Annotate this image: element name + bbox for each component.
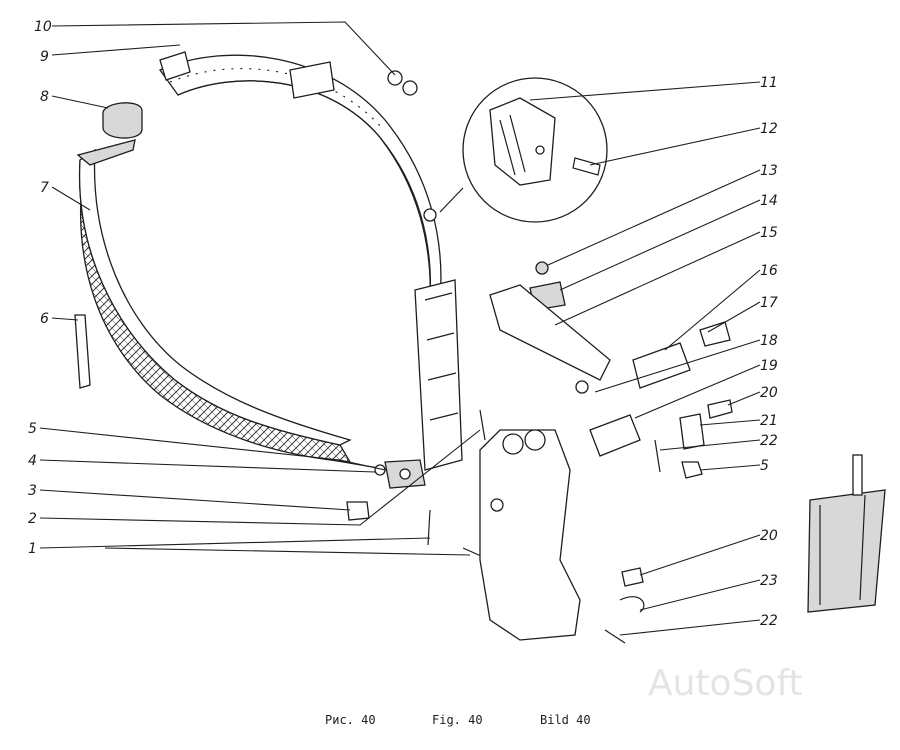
bracket <box>479 429 581 641</box>
detail-inset <box>423 77 608 223</box>
callout-10: 10 <box>34 19 52 35</box>
callout-8: 8 <box>40 89 49 105</box>
callout-6: 6 <box>40 311 49 327</box>
figure-caption: Рис. 40 Fig. 40 Bild 40 <box>325 713 591 727</box>
callout-5: 5 <box>28 421 37 437</box>
callout-5-right: 5 <box>760 458 769 474</box>
callout-9: 9 <box>40 49 49 65</box>
callout-numbers: 10 9 8 7 6 5 4 3 2 1 11 12 13 14 15 16 1… <box>28 19 778 629</box>
brake-cylinder <box>807 454 886 613</box>
caption-de: Bild 40 <box>540 713 591 727</box>
callout-15: 15 <box>760 225 778 241</box>
clevis-21 <box>679 413 705 450</box>
brake-lining <box>76 139 352 463</box>
callout-2: 2 <box>28 511 37 527</box>
screw-17 <box>699 321 731 347</box>
nut-3 <box>346 501 370 521</box>
nut-18 <box>575 380 589 394</box>
washer-13 <box>535 261 549 275</box>
callout-12: 12 <box>760 121 778 137</box>
callout-18: 18 <box>760 333 778 349</box>
callout-20-lower: 20 <box>760 528 778 544</box>
callout-4: 4 <box>28 453 37 469</box>
cotter-1a <box>427 509 431 546</box>
band-end-brackets <box>159 51 463 471</box>
nut-5b <box>681 461 703 479</box>
callout-7: 7 <box>40 180 49 196</box>
sleeve-16 <box>632 342 691 389</box>
callout-14: 14 <box>760 193 778 209</box>
cotter-2 <box>479 409 486 441</box>
cotter-22b <box>604 629 626 644</box>
watermark: AutoSoft <box>648 663 803 704</box>
bolt-20b <box>621 567 644 587</box>
cotter-22a <box>654 439 661 473</box>
callout-22-lower: 22 <box>760 613 778 629</box>
nut-10a <box>387 70 403 86</box>
callout-20: 20 <box>760 385 778 401</box>
callout-19: 19 <box>760 358 778 374</box>
adjusting-rod <box>319 457 426 489</box>
leader-lines <box>39 21 761 636</box>
callout-16: 16 <box>760 263 778 279</box>
callout-11: 11 <box>760 75 778 91</box>
callout-17: 17 <box>760 295 778 311</box>
bolt-20a <box>707 399 733 419</box>
callout-3: 3 <box>28 483 37 499</box>
lever-15 <box>489 284 611 381</box>
callout-23: 23 <box>760 573 778 589</box>
callout-22: 22 <box>760 433 778 449</box>
callout-13: 13 <box>760 163 778 179</box>
caption-ru: Рис. 40 <box>325 713 376 727</box>
caption-en: Fig. 40 <box>432 713 483 727</box>
callout-21: 21 <box>760 413 778 429</box>
bolt-6 <box>74 314 91 389</box>
spring-8 <box>102 102 143 139</box>
pin-19 <box>589 414 641 457</box>
callout-1: 1 <box>28 541 37 557</box>
parts-right <box>74 70 733 644</box>
nut-10b <box>402 80 418 96</box>
